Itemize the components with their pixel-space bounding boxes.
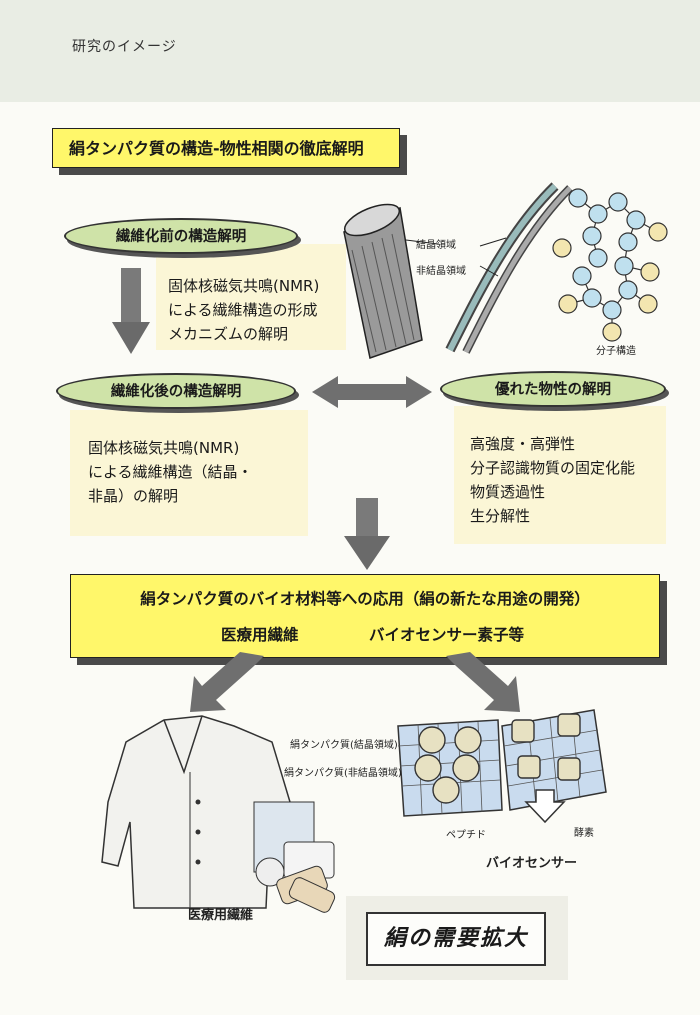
sensor-peptide-label: ペプチド [446, 830, 486, 841]
medical-illustration [101, 715, 336, 913]
application-title: 絹タンパク質のバイオ材料等への応用（絹の新たな用途の開発） [140, 590, 590, 608]
diagonal-arrow-left [190, 652, 264, 712]
property-line-1: 高強度・高弾性 [470, 435, 576, 453]
molecular-structure-label: 分子構造 [596, 346, 636, 357]
property-line-4: 生分解性 [470, 507, 531, 525]
main-title-box: 絹タンパク質の構造-物性相関の徹底解明 [52, 128, 400, 168]
post-fiber-text-box [70, 410, 308, 536]
amorphous-region-label: 非結晶領域 [416, 266, 466, 277]
pre-fiber-pill: 繊維化前の構造解明 [64, 218, 298, 254]
biosensor-caption: バイオセンサー [486, 856, 578, 871]
crystal-region-label: 結晶領域 [416, 240, 456, 251]
medical-caption: 医療用繊維 [188, 908, 254, 923]
pre-fiber-text-box [156, 244, 346, 350]
application-box: 絹タンパク質のバイオ材料等への応用（絹の新たな用途の開発） 医療用繊維 バイオセ… [70, 574, 660, 658]
post-fiber-line-3: 非晶）の解明 [88, 487, 179, 505]
demand-box: 絹の需要拡大 [366, 912, 546, 966]
post-fiber-line-2: による繊維構造（結晶・ [88, 463, 253, 481]
fiber-illustration [343, 182, 668, 359]
application-medical: 医療用繊維 [221, 626, 299, 644]
property-line-2: 分子認識物質の固定化能 [470, 459, 636, 477]
properties-pill: 優れた物性の解明 [440, 371, 666, 407]
down-arrow-center [344, 498, 390, 570]
header-band: 研究のイメージ [0, 0, 700, 102]
sensor-crystal-label: 絹タンパク質(結晶領域) [290, 740, 398, 751]
post-fiber-pill: 繊維化後の構造解明 [56, 373, 296, 409]
page-header-title: 研究のイメージ [72, 39, 177, 55]
post-fiber-line-1: 固体核磁気共鳴(NMR) [88, 439, 240, 457]
sensor-amorphous-label: 絹タンパク質(非結晶領域) [284, 768, 402, 779]
sensor-enzyme-label: 酵素 [574, 828, 594, 839]
biosensor-illustration [397, 709, 607, 824]
property-line-3: 物質透過性 [470, 483, 546, 501]
double-arrow [312, 376, 432, 408]
down-arrow-left [112, 268, 150, 354]
properties-text-box [454, 406, 666, 544]
pre-fiber-line-1: 固体核磁気共鳴(NMR) [168, 277, 320, 295]
application-sensor: バイオセンサー素子等 [369, 626, 525, 644]
diagonal-arrow-right [446, 652, 520, 712]
pre-fiber-line-2: による繊維構造の形成 [168, 301, 318, 319]
pre-fiber-line-3: メカニズムの解明 [168, 325, 289, 343]
